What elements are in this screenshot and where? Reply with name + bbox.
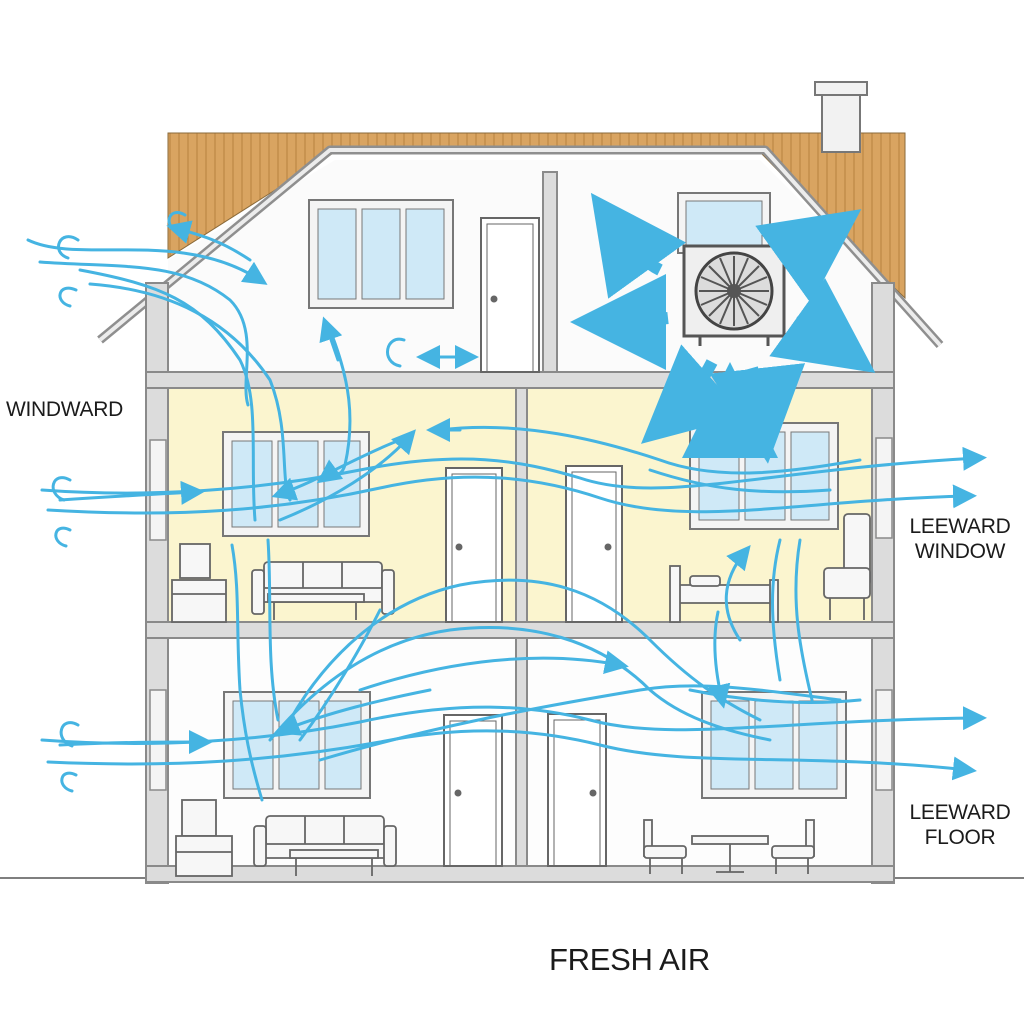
leeward-floor-line2: FLOOR — [924, 826, 996, 849]
door-icon — [445, 467, 503, 623]
leeward-floor-label: LEEWARD FLOOR — [900, 800, 1020, 850]
window-attic-left — [308, 199, 454, 309]
window-ground-right — [701, 691, 847, 799]
leeward-floor-line1: LEEWARD — [909, 801, 1011, 824]
table-icon — [175, 799, 233, 877]
leeward-window-line1: LEEWARD — [909, 515, 1011, 538]
fresh-air-label: FRESH AIR — [549, 942, 710, 977]
window-attic-right — [677, 192, 771, 254]
door-icon — [480, 217, 540, 373]
chimney-icon — [814, 81, 868, 153]
airflow-arrows — [26, 192, 987, 802]
chair-icon — [771, 819, 815, 874]
window-middle-right — [689, 422, 839, 530]
leeward-window-line2: WINDOW — [914, 540, 1006, 563]
leeward-window-label: LEEWARD WINDOW — [900, 514, 1020, 564]
door-icon — [443, 714, 503, 867]
exhaust-fan-icon — [682, 244, 786, 346]
table-icon — [171, 543, 227, 623]
walls — [145, 171, 895, 884]
doors — [443, 217, 623, 867]
furniture — [171, 513, 871, 877]
sofa-icon — [251, 561, 395, 620]
sofa-icon — [253, 815, 397, 876]
chair-icon — [643, 819, 687, 874]
windward-label: WINDWARD — [6, 398, 123, 421]
table-icon — [691, 835, 769, 873]
armchair-icon — [823, 513, 871, 620]
